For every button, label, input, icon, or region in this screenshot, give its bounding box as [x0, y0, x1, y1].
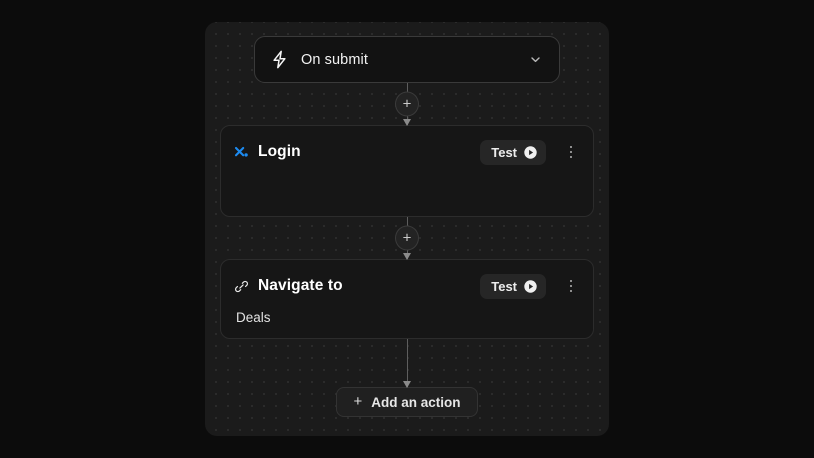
step-subtitle: Deals: [236, 310, 271, 325]
kebab-dot: [569, 289, 573, 293]
add-an-action-button[interactable]: + Add an action: [336, 387, 478, 417]
xdotcom-cursor-icon: [234, 145, 249, 160]
kebab-menu-icon-login[interactable]: [561, 141, 581, 163]
workflow-canvas[interactable]: On submit +: [205, 22, 609, 436]
kebab-dot: [569, 150, 573, 154]
kebab-dot: [569, 279, 573, 283]
connector-line: [406, 339, 408, 387]
connector-add-step-1: +: [220, 83, 594, 126]
play-circle-icon: [524, 279, 537, 293]
plus-icon: +: [353, 393, 363, 410]
add-step-button-2[interactable]: +: [395, 225, 419, 251]
kebab-dot: [569, 284, 573, 288]
test-button-label: Test: [491, 278, 517, 294]
add-step-button-1[interactable]: +: [395, 91, 419, 117]
connector-add-step-2: +: [220, 217, 594, 260]
workflow-flow: On submit +: [220, 36, 594, 417]
step-card-login[interactable]: Login Test: [220, 125, 594, 217]
step-card-navigate-to[interactable]: Navigate to Test: [220, 259, 594, 339]
connector-arrowhead: [402, 381, 411, 388]
connector-to-add-action: [220, 339, 594, 388]
chevron-down-icon[interactable]: [526, 51, 544, 69]
connector-arrowhead: [402, 253, 411, 260]
kebab-dot: [569, 145, 573, 149]
trigger-label: On submit: [301, 51, 368, 68]
test-button-navigate-to[interactable]: Test: [480, 273, 546, 299]
connector-arrowhead: [402, 119, 411, 126]
step-header: Navigate to Test: [234, 273, 581, 299]
play-circle-icon: [524, 145, 537, 159]
test-button-login[interactable]: Test: [480, 139, 546, 165]
step-title: Navigate to: [258, 277, 343, 294]
step-title: Login: [258, 143, 301, 160]
step-header: Login Test: [234, 139, 581, 165]
test-button-label: Test: [491, 144, 517, 160]
add-an-action-label: Add an action: [371, 394, 461, 410]
lightning-bolt-icon: [271, 50, 288, 69]
link-icon: [234, 279, 249, 294]
kebab-menu-icon-navigate-to[interactable]: [561, 275, 581, 297]
kebab-dot: [569, 155, 573, 159]
trigger-node-on-submit[interactable]: On submit: [254, 36, 560, 83]
